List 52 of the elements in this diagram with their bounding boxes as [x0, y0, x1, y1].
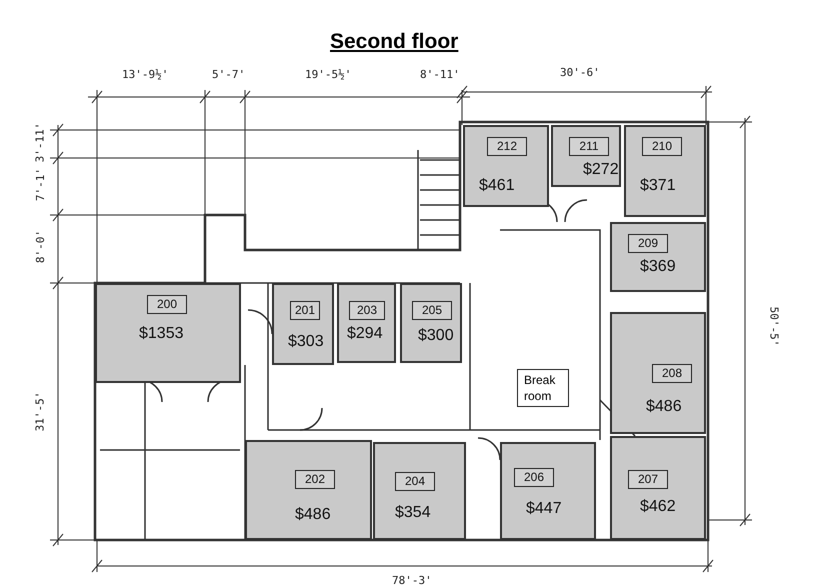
room-number-label: 210 [642, 137, 682, 156]
office-room [245, 440, 372, 540]
dimension-text: 7'-1' [34, 168, 48, 202]
office-room [551, 125, 621, 187]
rent-price: $461 [479, 177, 515, 195]
dimension-text: 31'-5' [33, 392, 46, 432]
office-room [337, 283, 396, 363]
rent-price: $300 [418, 327, 454, 345]
dimension-text: 3'-11' [33, 122, 46, 162]
room-number-label: 211 [569, 137, 609, 156]
rent-price: $486 [295, 506, 331, 524]
room-number-label: 208 [652, 364, 692, 383]
dimension-text: 19'-5½' [305, 68, 352, 81]
office-room [373, 442, 466, 540]
room-number-label: 203 [349, 301, 385, 320]
room-label: Break room [517, 369, 569, 407]
rent-price: $303 [288, 333, 324, 351]
room-number-label: 206 [514, 468, 554, 487]
dimension-text: 78'-3' [392, 574, 432, 587]
dimension-text: 8'-0' [34, 230, 48, 264]
office-room [463, 125, 549, 207]
rent-price: $369 [640, 258, 676, 276]
office-room [624, 125, 706, 217]
dimension-text: 5'-7' [212, 68, 246, 81]
office-room [610, 436, 706, 540]
office-room [610, 222, 706, 292]
office-room [95, 283, 241, 383]
room-number-label: 204 [395, 472, 435, 491]
rent-price: $371 [640, 177, 676, 195]
room-number-label: 201 [290, 301, 320, 320]
rent-price: $447 [526, 500, 562, 518]
dimension-text: 50'-5' [767, 306, 780, 346]
office-room [500, 442, 596, 540]
room-number-label: 200 [147, 295, 187, 314]
room-number-label: 212 [487, 137, 527, 156]
room-number-label: 207 [628, 470, 668, 489]
office-room [272, 283, 334, 365]
room-number-label: 202 [295, 470, 335, 489]
dimension-text: 30'-6' [560, 66, 600, 79]
room-number-label: 205 [412, 301, 452, 320]
rent-price: $486 [646, 398, 682, 416]
office-room [610, 312, 706, 434]
rent-price: $272 [583, 161, 619, 179]
dimension-text: 13'-9½' [122, 68, 168, 81]
rent-price: $354 [395, 504, 431, 522]
rent-price: $294 [347, 325, 383, 343]
rent-price: $1353 [139, 325, 184, 343]
dimension-text: 8'-11' [420, 68, 460, 81]
rent-price: $462 [640, 498, 676, 516]
room-number-label: 209 [628, 234, 668, 253]
office-room [400, 283, 462, 363]
page-title: Second floor [330, 30, 458, 54]
